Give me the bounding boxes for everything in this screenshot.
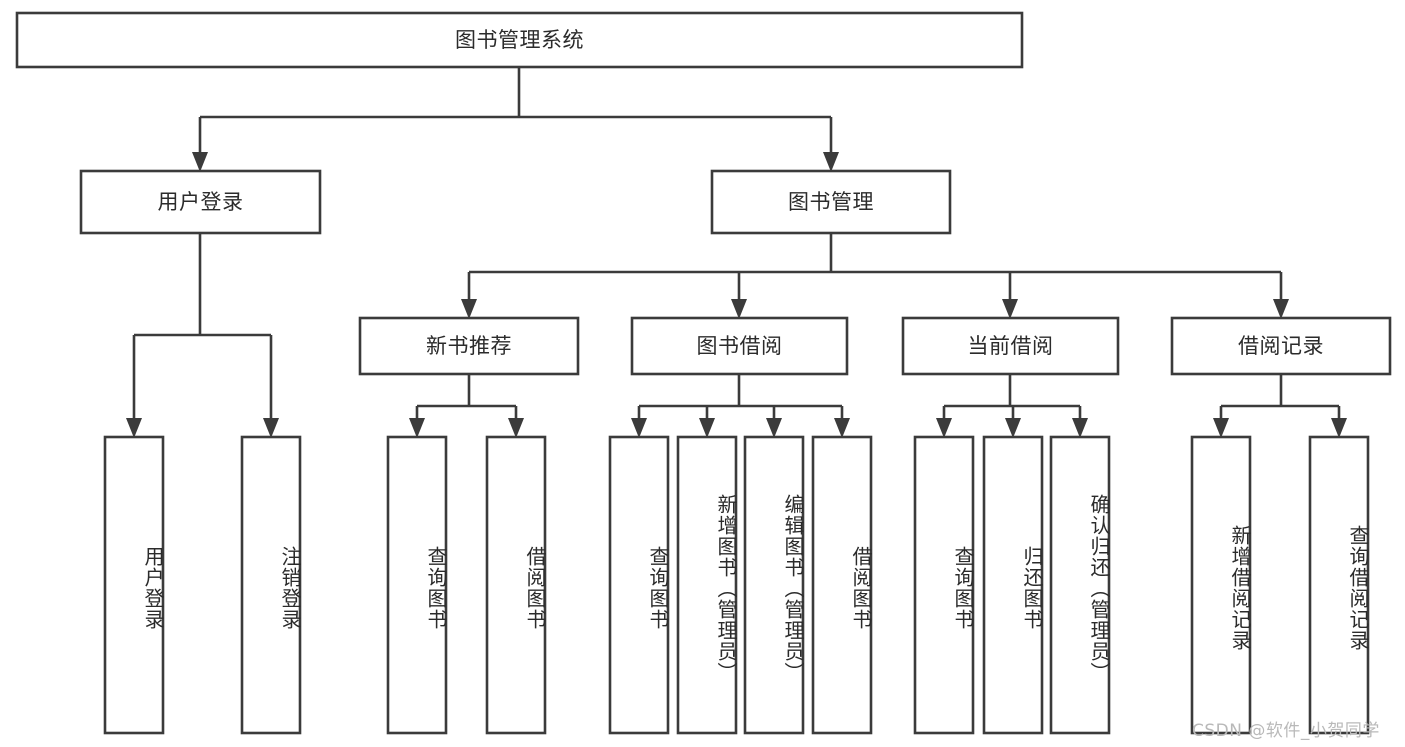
arrow-head-icon bbox=[699, 418, 715, 438]
arrow-head-icon bbox=[631, 418, 647, 438]
node-box-leaf-add-borrow-record bbox=[1190, 435, 1252, 735]
arrow-head-icon bbox=[1005, 418, 1021, 438]
node-box-leaf-confirm-return-admin bbox=[1049, 435, 1111, 735]
node-box-root bbox=[15, 11, 1024, 69]
connector-current-borrow-to-leaves bbox=[936, 374, 1088, 438]
arrow-head-icon bbox=[1072, 418, 1088, 438]
node-box-leaf-borrow-book bbox=[811, 435, 873, 735]
node-box-leaf-logout-login bbox=[240, 435, 302, 735]
arrow-head-icon bbox=[1331, 418, 1347, 438]
arrow-head-icon bbox=[731, 299, 747, 319]
connector-book-borrow-to-leaves bbox=[631, 374, 850, 438]
node-box-leaf-query-book-current bbox=[913, 435, 975, 735]
node-box-leaf-user-login bbox=[103, 435, 165, 735]
node-box-leaf-borrow-book-recommend bbox=[485, 435, 547, 735]
node-box-new-book-recommend bbox=[358, 316, 580, 376]
node-box-current-borrow bbox=[901, 316, 1120, 376]
node-box-leaf-add-book-admin bbox=[676, 435, 738, 735]
arrow-head-icon bbox=[1273, 299, 1289, 319]
node-box-book-borrow bbox=[630, 316, 849, 376]
connector-layer bbox=[126, 67, 1347, 438]
connector-new-book-recommend-to-leaves bbox=[409, 374, 524, 438]
watermark-text: CSDN @软件_小贺同学 bbox=[1192, 721, 1380, 741]
arrow-head-icon bbox=[823, 152, 839, 172]
connector-user-login-to-leaves bbox=[126, 233, 279, 438]
connector-root-to-level2 bbox=[192, 67, 839, 172]
node-box-layer bbox=[15, 11, 1392, 735]
arrow-head-icon bbox=[936, 418, 952, 438]
arrow-head-icon bbox=[1002, 299, 1018, 319]
node-box-leaf-query-book-borrow bbox=[608, 435, 670, 735]
node-box-book-management bbox=[710, 169, 952, 235]
arrow-head-icon bbox=[766, 418, 782, 438]
node-box-borrow-records bbox=[1170, 316, 1392, 376]
node-box-leaf-edit-book-admin bbox=[743, 435, 805, 735]
arrow-head-icon bbox=[508, 418, 524, 438]
node-box-user-login bbox=[79, 169, 322, 235]
node-box-leaf-return-book bbox=[982, 435, 1044, 735]
arrow-head-icon bbox=[1213, 418, 1229, 438]
arrow-head-icon bbox=[409, 418, 425, 438]
arrow-head-icon bbox=[834, 418, 850, 438]
connector-book-management-to-level3 bbox=[461, 233, 1289, 319]
arrow-head-icon bbox=[192, 152, 208, 172]
arrow-head-icon bbox=[461, 299, 477, 319]
connector-borrow-records-to-leaves bbox=[1213, 374, 1347, 438]
node-box-leaf-query-book-recommend bbox=[386, 435, 448, 735]
node-box-leaf-query-borrow-record bbox=[1308, 435, 1370, 735]
arrow-head-icon bbox=[126, 418, 142, 438]
arrow-head-icon bbox=[263, 418, 279, 438]
